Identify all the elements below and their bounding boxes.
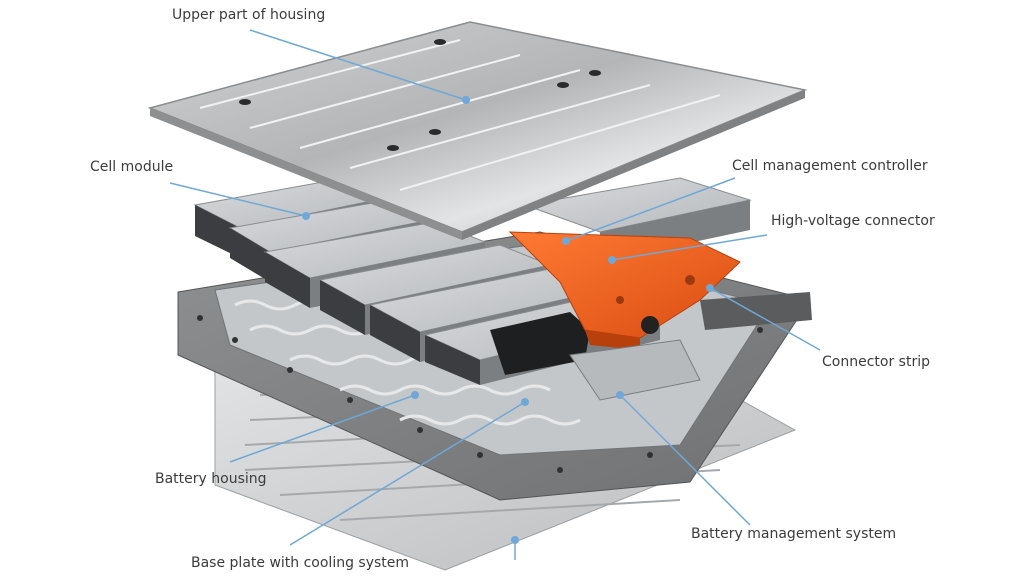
dot-base-plate [521, 398, 529, 406]
connector-strip [700, 292, 812, 330]
dot-cell-module [302, 212, 310, 220]
cell-modules [193, 177, 752, 385]
leader-battery-management-system [619, 394, 751, 526]
upper-housing-lid [147, 21, 808, 240]
label-connector-strip: Connector strip [822, 354, 930, 370]
battery-management-board [569, 339, 701, 401]
label-battery-housing: Battery housing [155, 471, 267, 487]
dot-battery-management-system [616, 391, 624, 399]
lid-bolts [239, 39, 601, 151]
black-connector-block [490, 312, 590, 375]
label-base-plate: Base plate with cooling system [191, 555, 410, 571]
leader-high-voltage-connector [611, 234, 768, 261]
label-high-voltage-connector: High-voltage connector [771, 213, 935, 229]
dot-connector-strip [706, 284, 714, 292]
leader-connector-strip [709, 287, 821, 351]
dot-base-plate-2 [511, 536, 519, 544]
leader-endpoints [302, 96, 714, 544]
connector-plug [641, 316, 659, 334]
label-cell-management-controller: Cell management controller [732, 158, 928, 174]
dot-battery-housing [411, 391, 419, 399]
leader-cell-module [169, 182, 307, 217]
label-cell-module: Cell module [90, 159, 174, 175]
dot-upper-housing [462, 96, 470, 104]
dot-high-voltage-connector [608, 256, 616, 264]
high-voltage-assembly [508, 231, 741, 350]
leader-base-plate [289, 401, 526, 546]
leader-cell-management-controller [565, 177, 736, 242]
leader-battery-housing [229, 394, 416, 463]
label-upper-housing: Upper part of housing [172, 7, 326, 23]
leader-upper-housing [249, 29, 467, 101]
label-battery-management-system: Battery management system [691, 526, 897, 542]
dot-cell-management-controller [562, 237, 570, 245]
lid-ribs [199, 39, 721, 191]
